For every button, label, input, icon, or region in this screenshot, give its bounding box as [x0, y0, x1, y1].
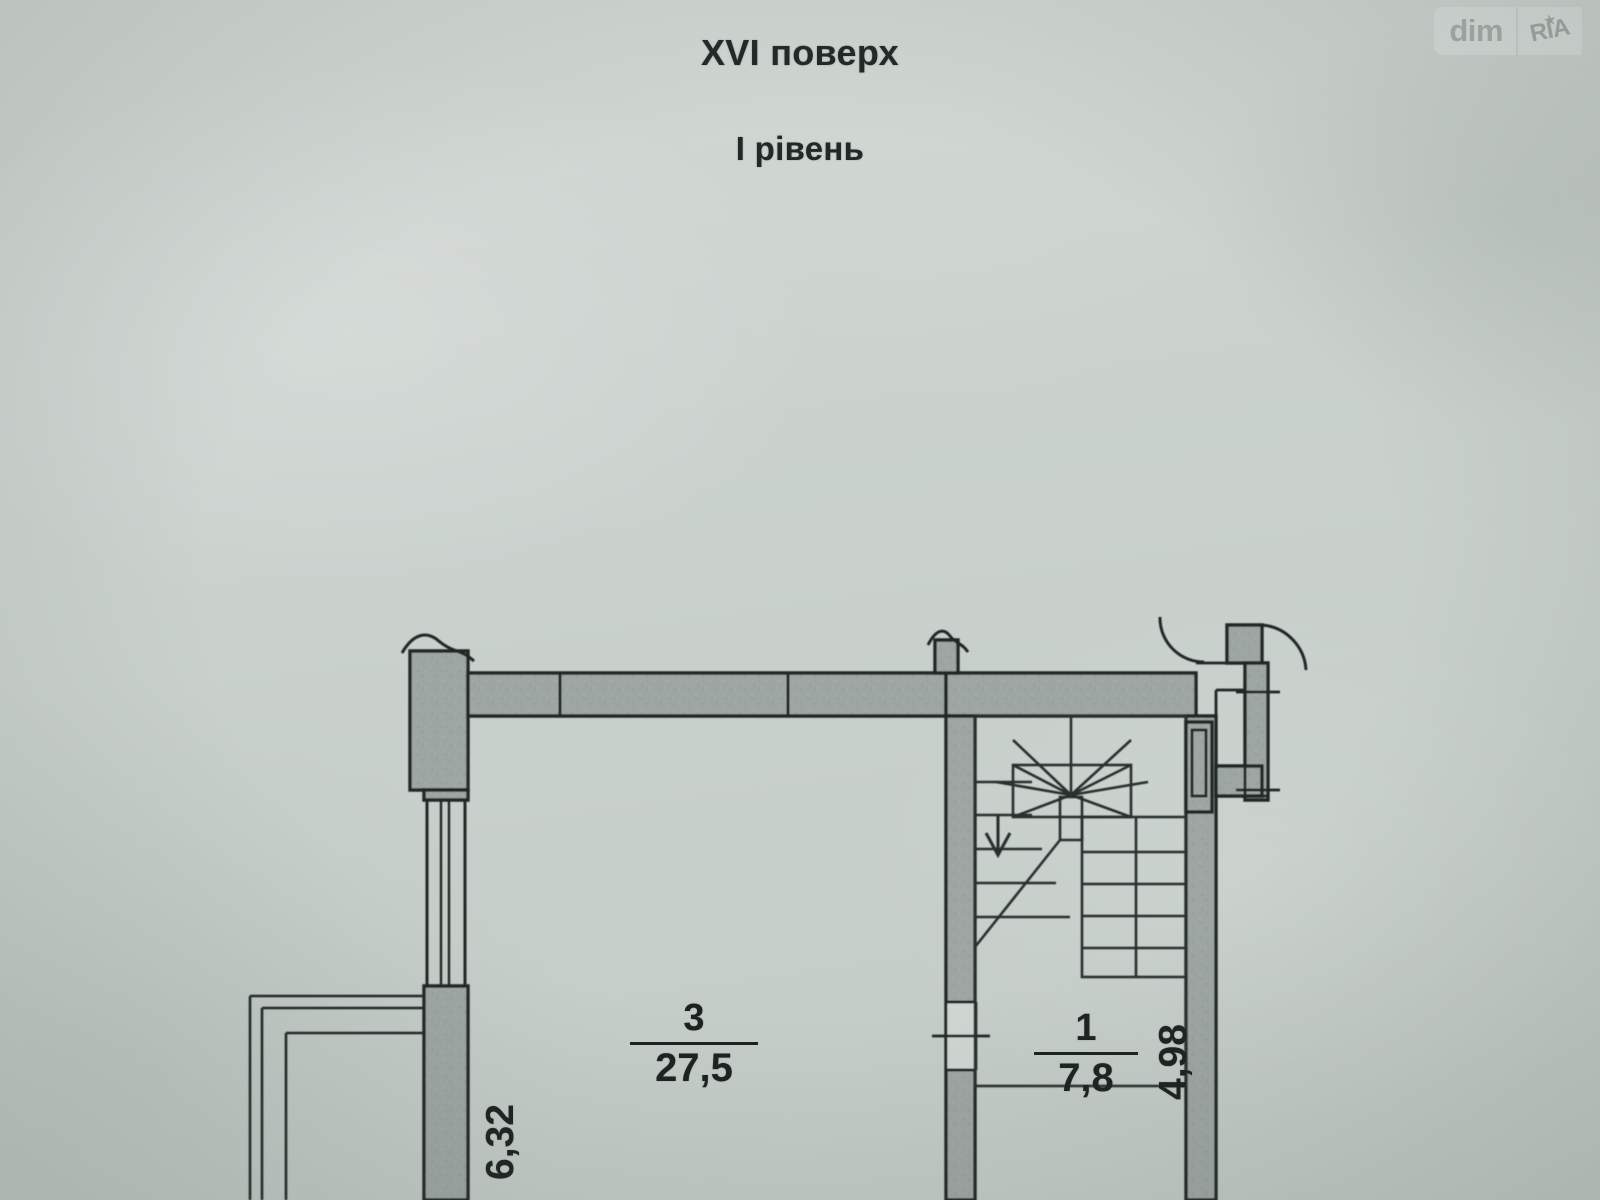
wall-elevator-niche: [1184, 720, 1214, 814]
entry-vestibule: [1184, 661, 1280, 814]
winder-2: [1012, 763, 1072, 797]
stair-winder-treads: [995, 716, 1149, 819]
wall-west-lower: [422, 984, 470, 1200]
watermark-ria-badge: ★ RIA: [1516, 7, 1582, 55]
wall-stub-north: [933, 638, 960, 675]
room-label-1: 1 7,8: [1034, 1007, 1138, 1101]
break-line-north-stub: [926, 629, 970, 653]
winder-3: [995, 780, 1072, 797]
staircase: [973, 714, 1188, 1088]
watermark-ria-text: RIA: [1527, 13, 1572, 48]
elevator-car-niche: [1184, 720, 1214, 814]
room-3-area: 27,5: [655, 1046, 733, 1091]
stair-stringer-diagonal: [973, 839, 1062, 948]
stair-newel: [1058, 795, 1084, 842]
wall-stair-west: [944, 714, 977, 1200]
winder-7: [1070, 763, 1132, 797]
winder-8: [1070, 780, 1149, 797]
wall-joint-lines: [558, 673, 790, 716]
winder-6: [1070, 739, 1132, 796]
watermark-dim-ria: dim ★ RIA: [1434, 7, 1582, 55]
wall-entry-cap: [1225, 623, 1264, 665]
page-title-level: I рівень: [735, 130, 865, 167]
stair-right-flight: [1080, 815, 1188, 979]
door-swings: [1158, 616, 1308, 671]
wall-left-pilaster: [408, 649, 470, 792]
dimension-label-left: 6,32: [479, 1104, 522, 1180]
wall-north-right: [944, 671, 1198, 718]
break-lines: [400, 629, 970, 663]
winder-1: [1012, 739, 1072, 796]
wall-vestibule-lower: [1214, 764, 1264, 798]
room-label-3: 3 27,5: [630, 997, 758, 1091]
door-opening-room1: [932, 1000, 990, 1072]
room-3-number: 3: [683, 997, 705, 1039]
wall-north-left: [466, 671, 948, 718]
break-line-left-pilaster: [400, 633, 476, 663]
wall-west-upper-stub: [422, 788, 470, 802]
room-1-number: 1: [1075, 1007, 1097, 1049]
room-3-rule: [630, 1042, 758, 1046]
door-swing-entry-right: [1261, 623, 1308, 671]
door-swing-entry-left: [1158, 616, 1205, 664]
room-1-rule: [1034, 1052, 1138, 1056]
page-title-floor: XVI поверх: [701, 32, 899, 73]
structural-walls: [408, 623, 1270, 1200]
window-west: [425, 800, 467, 986]
watermark-dim-text: dim: [1434, 7, 1516, 55]
balcony: [248, 994, 424, 1200]
winder-4: [1012, 793, 1072, 819]
elevator-inner-box: [1190, 728, 1208, 798]
dimension-label-right: 4,98: [1152, 1024, 1195, 1100]
room-1-area: 7,8: [1058, 1056, 1114, 1101]
